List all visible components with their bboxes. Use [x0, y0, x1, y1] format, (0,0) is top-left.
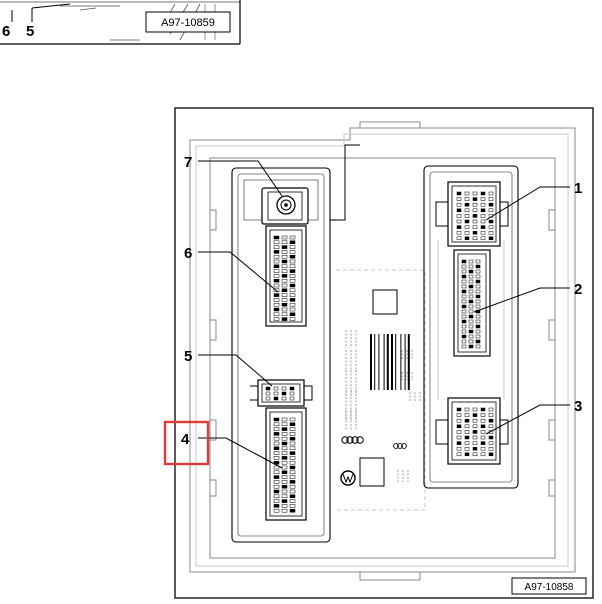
vw-logo [340, 470, 356, 486]
connector-pins [265, 191, 494, 513]
top-ref-box [145, 11, 231, 33]
right-middle-pins [461, 259, 481, 349]
top-label-5: 5 [26, 23, 34, 40]
top-ref-code: A97-10859 [161, 17, 215, 29]
housing-outline [189, 121, 576, 581]
barcode [370, 334, 410, 390]
callout-2: 2 [574, 281, 582, 298]
right-top-pins [456, 191, 494, 241]
callout-1: 1 [574, 180, 582, 197]
callout-3: 3 [574, 398, 582, 415]
callout-7: 7 [184, 154, 192, 171]
ref-code-box [511, 577, 587, 595]
internal-line [330, 144, 360, 221]
highlight-box-callout-4 [163, 420, 210, 466]
middle-small-pins [265, 386, 295, 401]
callout-5: 5 [184, 348, 192, 365]
small-rings-logo [393, 443, 407, 449]
middle-small-connector [250, 379, 313, 407]
callout-6: 6 [184, 245, 192, 262]
right-connector-housing [423, 165, 519, 489]
label-fine-print [345, 330, 421, 482]
leader-lines [198, 160, 570, 469]
top-label-6: 6 [2, 23, 10, 40]
audi-rings-logo [341, 436, 364, 444]
ref-code: A97-10858 [525, 582, 574, 593]
center-label-plate [336, 269, 426, 511]
callout-labels: 7 6 5 4 1 2 3 [181, 154, 582, 448]
upper-left-pins [273, 235, 296, 321]
antenna-connector [261, 187, 309, 225]
previous-figure-fragment: 6 5 A97-10859 [0, 0, 241, 45]
lower-left-pins [273, 417, 296, 513]
right-bottom-pins [456, 407, 494, 457]
callout-4: 4 [181, 431, 190, 448]
